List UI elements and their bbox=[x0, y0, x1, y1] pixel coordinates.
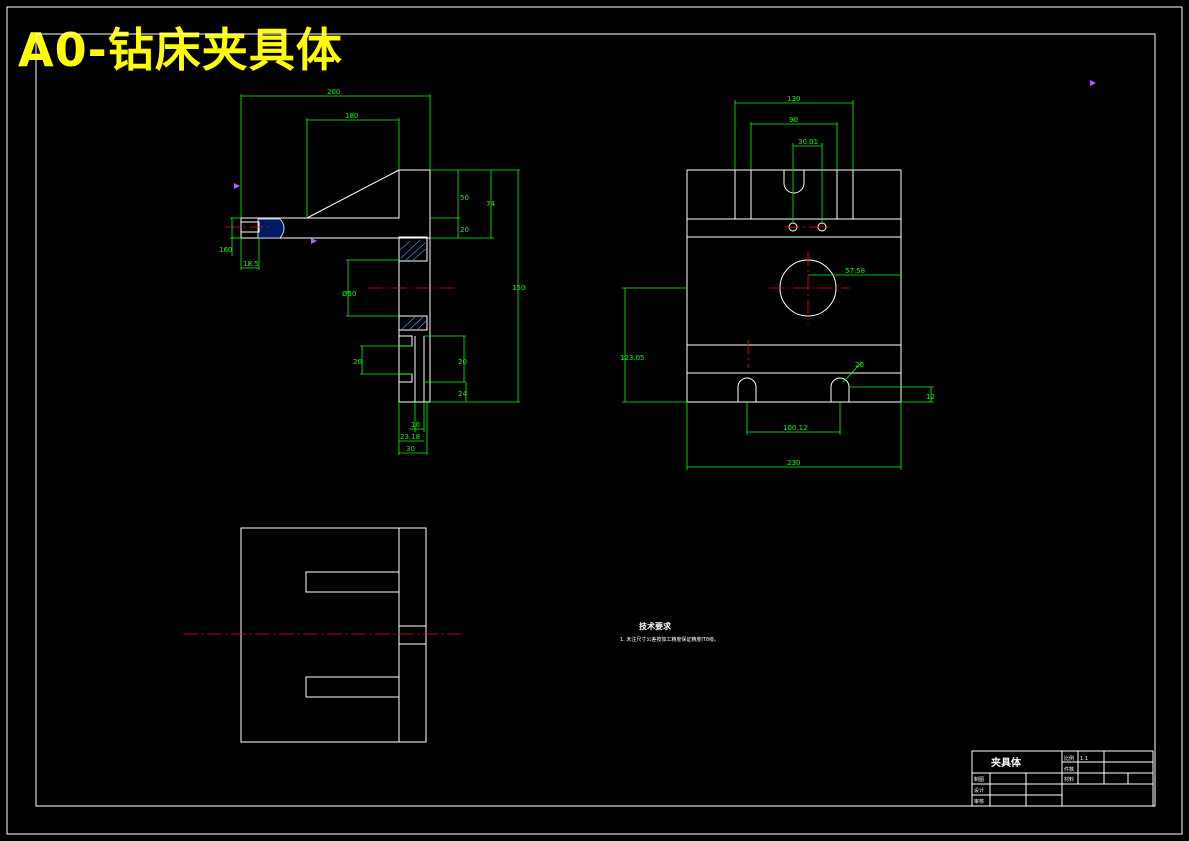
dim-130: 130 bbox=[787, 95, 800, 103]
top-view bbox=[183, 527, 464, 743]
drawing-title: A0-钻床夹具体 bbox=[18, 23, 343, 77]
dim-24: 24 bbox=[458, 390, 467, 398]
dim-23-18: 23.18 bbox=[400, 433, 420, 441]
scale-value: 1:1 bbox=[1080, 756, 1088, 762]
dim-160: 160 bbox=[219, 246, 232, 254]
dim-20-top: 20 bbox=[460, 226, 469, 234]
design-label: 设计 bbox=[974, 787, 984, 794]
outer-frame bbox=[6, 6, 1183, 835]
dim-90: 90 bbox=[789, 116, 798, 124]
material-label: 材料 bbox=[1064, 776, 1074, 783]
dim-100-12: 100.12 bbox=[783, 424, 808, 432]
front-view-dimensions: 200 180 50 20 74 150 160 18.5 Ø50 20 20 … bbox=[219, 88, 525, 455]
dim-20-right: 20 bbox=[458, 358, 467, 366]
scale-label: 比例 bbox=[1064, 755, 1074, 762]
side-view-dimensions: 130 90 30.01 57.58 123.05 20 100.12 230 … bbox=[620, 95, 935, 470]
notes-line-1: 1. 未注尺寸公差按加工精度保证精度IT8级。 bbox=[620, 636, 719, 643]
dim-50: 50 bbox=[460, 194, 469, 202]
notes-heading: 技术要求 bbox=[639, 621, 672, 631]
dim-230: 230 bbox=[787, 459, 800, 467]
dim-150: 150 bbox=[512, 284, 525, 292]
dim-123-05: 123.05 bbox=[620, 354, 645, 362]
dim-phi50: Ø50 bbox=[342, 290, 356, 298]
title-block: 夹具体 比例 1:1 件数 材料 制图 设计 审核 bbox=[971, 750, 1154, 807]
side-view bbox=[686, 80, 1096, 403]
dim-30-01: 30.01 bbox=[798, 138, 818, 146]
inner-frame bbox=[35, 33, 1156, 807]
technical-notes: 技术要求 1. 未注尺寸公差按加工精度保证精度IT8级。 bbox=[620, 621, 719, 643]
drawn-label: 制图 bbox=[974, 776, 984, 783]
part-name: 夹具体 bbox=[991, 756, 1022, 769]
dim-20-left: 20 bbox=[353, 358, 362, 366]
dim-20-radius: 20 bbox=[855, 361, 864, 369]
dim-74: 74 bbox=[486, 200, 495, 208]
dim-57-58: 57.58 bbox=[845, 267, 865, 275]
dim-18-5: 18.5 bbox=[243, 260, 259, 268]
dim-200: 200 bbox=[327, 88, 340, 96]
sheet-label: 件数 bbox=[1064, 766, 1074, 773]
review-label: 审核 bbox=[974, 798, 984, 805]
dim-10: 10 bbox=[411, 421, 420, 429]
dim-12: 12 bbox=[926, 393, 935, 401]
dim-180: 180 bbox=[345, 112, 358, 120]
front-view bbox=[225, 169, 455, 403]
dim-30-bottom: 30 bbox=[406, 445, 415, 453]
